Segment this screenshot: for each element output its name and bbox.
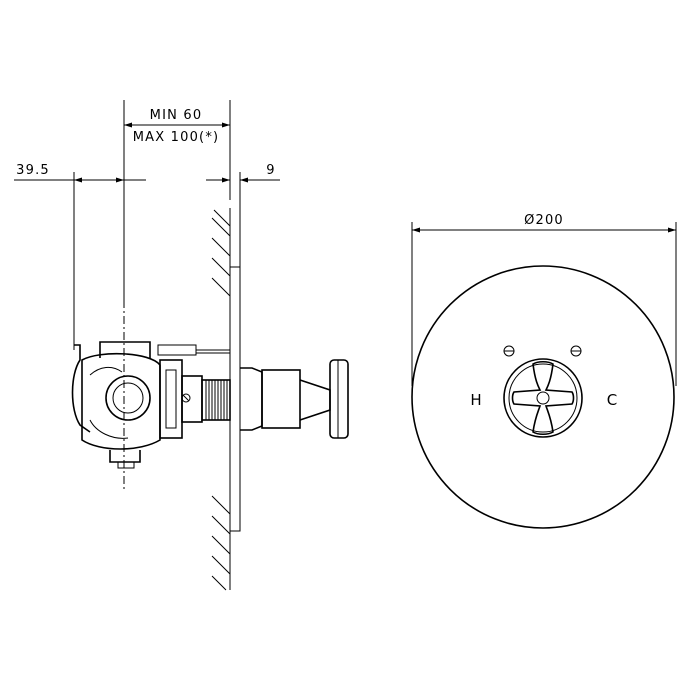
dimension-min-max: MIN 60 MAX 100(*) <box>123 100 231 300</box>
cover-plate-side <box>229 266 241 532</box>
cold-label: C <box>607 391 617 409</box>
wall-section-lower <box>211 488 231 591</box>
dimension-max-label: MAX 100(*) <box>133 130 220 145</box>
dimension-plate-thickness-label: 9 <box>266 163 275 178</box>
valve-body-side <box>71 341 231 469</box>
dimension-left-offset: 39.5 <box>14 163 146 350</box>
dimension-left-offset-label: 39.5 <box>16 163 50 178</box>
cover-plate-front <box>411 265 675 529</box>
cross-handle-front <box>503 358 583 438</box>
dimension-min-label: MIN 60 <box>150 108 203 123</box>
wall-section-upper <box>211 208 231 305</box>
fixing-screw-right <box>570 345 582 357</box>
dimension-diameter-label: Ø200 <box>524 213 564 228</box>
dimension-plate-thickness: 9 <box>206 163 280 268</box>
fixing-screw-left <box>503 345 515 357</box>
hot-label: H <box>470 391 481 409</box>
dimension-diameter: Ø200 <box>411 213 677 386</box>
handle-side <box>240 359 349 439</box>
